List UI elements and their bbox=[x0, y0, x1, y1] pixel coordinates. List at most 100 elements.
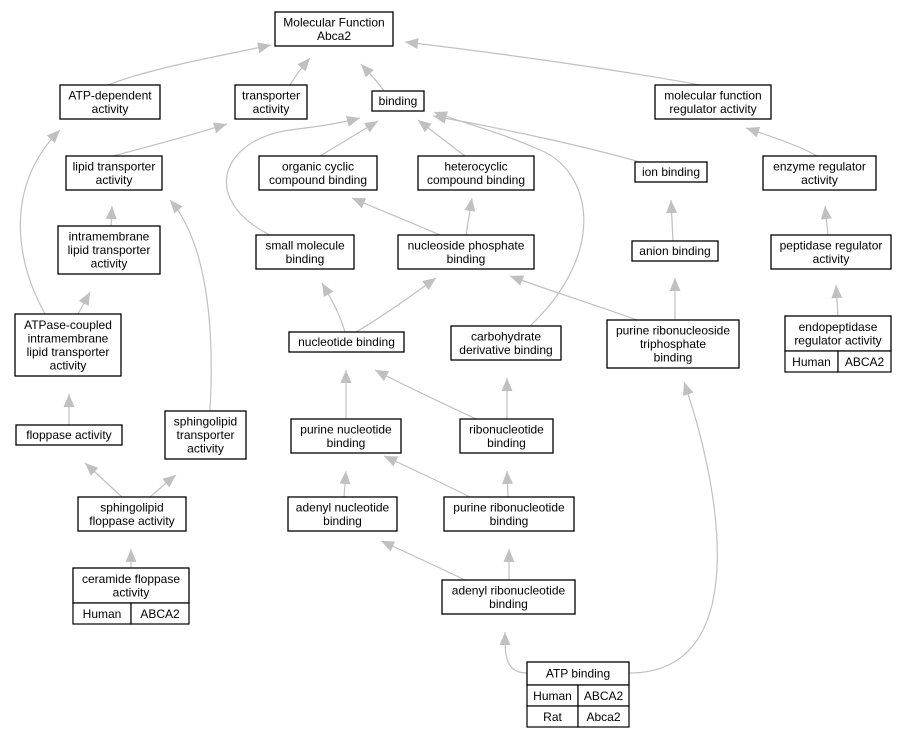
edge-nuc_phos-to-org_cyc bbox=[351, 197, 441, 236]
term-box bbox=[397, 234, 535, 270]
term-label: purine ribonucleoside bbox=[616, 324, 730, 338]
term-node-flop[interactable]: floppase activity bbox=[15, 424, 123, 446]
term-box bbox=[459, 418, 554, 454]
arrowhead-icon bbox=[502, 471, 513, 485]
term-box bbox=[77, 496, 187, 532]
annotation-gene-label: ABCA2 bbox=[584, 689, 624, 703]
arrowhead-icon bbox=[666, 200, 678, 214]
term-label: activity bbox=[91, 257, 128, 271]
edge-small_mol-to-binding bbox=[226, 115, 361, 236]
term-node-ion_b[interactable]: ion binding bbox=[634, 161, 708, 183]
term-node-binding[interactable]: binding bbox=[371, 90, 425, 112]
edge-purine_nuc-to-nucleotide bbox=[340, 370, 352, 419]
annotation-species: Human bbox=[784, 350, 839, 373]
term-box bbox=[72, 567, 190, 604]
edge-line bbox=[19, 129, 61, 315]
annotation-cell bbox=[130, 602, 190, 625]
term-label: activity bbox=[801, 173, 838, 187]
term-label: binding bbox=[286, 252, 325, 266]
term-box bbox=[59, 84, 161, 120]
term-box bbox=[417, 155, 535, 191]
edge-anion-to-ion_b bbox=[666, 199, 678, 242]
node-layer: Molecular FunctionAbca2ATP-dependentacti… bbox=[14, 11, 892, 728]
term-label: sphingolipid bbox=[100, 500, 163, 514]
edge-nucleotide-to-nuc_phos bbox=[355, 277, 437, 333]
edge-line bbox=[226, 117, 361, 236]
term-label: activity bbox=[113, 585, 150, 599]
term-box bbox=[634, 161, 708, 183]
arrowhead-icon bbox=[831, 285, 843, 299]
term-label: transporter bbox=[176, 428, 234, 442]
term-box bbox=[443, 496, 575, 532]
term-label: binding bbox=[487, 436, 526, 450]
annotation-gene: ABCA2 bbox=[130, 602, 190, 625]
edge-line bbox=[509, 275, 638, 321]
edge-line bbox=[107, 44, 272, 86]
term-label: regulator activity bbox=[669, 102, 756, 116]
arrowhead-icon bbox=[46, 130, 60, 144]
arrowhead-icon bbox=[212, 122, 227, 134]
arrowhead-icon bbox=[85, 463, 99, 476]
term-label: ATP binding bbox=[546, 667, 610, 681]
edge-prnt-to-nuc_phos bbox=[509, 275, 638, 321]
term-label: binding bbox=[379, 94, 418, 108]
term-label: compound binding bbox=[427, 173, 525, 187]
edge-ribonuc-to-carb bbox=[501, 378, 513, 419]
annotation-gene-label: ABCA2 bbox=[140, 607, 180, 621]
term-label: Molecular Function bbox=[283, 15, 384, 29]
arrowhead-icon bbox=[162, 475, 176, 488]
term-label: ion binding bbox=[642, 165, 700, 179]
edge-line bbox=[404, 41, 701, 86]
edge-nucleotide-to-small_mol bbox=[321, 282, 346, 333]
term-label: derivative binding bbox=[459, 343, 552, 357]
term-box bbox=[450, 325, 562, 361]
edge-pur_ribo-to-ribonuc bbox=[502, 470, 513, 498]
term-box bbox=[631, 240, 719, 262]
arrowhead-icon bbox=[170, 200, 183, 214]
term-node-nucleotide[interactable]: nucleotide binding bbox=[288, 331, 405, 353]
edge-org_cyc-to-binding bbox=[319, 120, 379, 157]
edge-line bbox=[504, 631, 528, 674]
term-label: adenyl ribonucleotide bbox=[452, 583, 566, 597]
edge-sph_flop-to-flop bbox=[84, 462, 123, 498]
term-label: purine nucleotide bbox=[300, 422, 392, 436]
edge-pept-to-enz_reg bbox=[820, 205, 832, 236]
edge-enz_reg-to-mfr bbox=[745, 126, 818, 157]
edge-hetero-to-binding bbox=[417, 119, 466, 157]
annotation-cell bbox=[577, 705, 630, 728]
edge-carb-to-binding bbox=[433, 111, 585, 327]
term-box bbox=[288, 331, 405, 353]
annotation-species: Rat bbox=[526, 705, 579, 728]
edge-atp-to-prnt bbox=[628, 381, 718, 674]
term-box bbox=[290, 418, 402, 454]
edge-atp_dep-to-mf bbox=[107, 42, 272, 86]
term-node-anion[interactable]: anion binding bbox=[631, 240, 719, 262]
term-label: ribonucleotide bbox=[469, 422, 544, 436]
